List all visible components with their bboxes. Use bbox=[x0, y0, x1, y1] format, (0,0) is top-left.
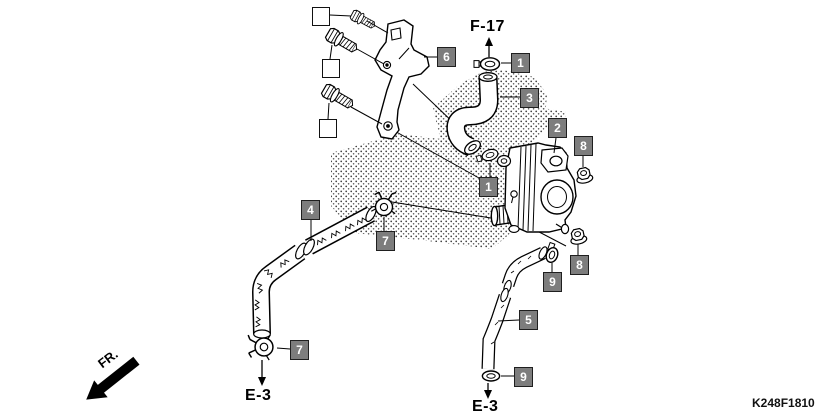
tube-clamp-9-top bbox=[545, 241, 559, 263]
reference-label-e3-left[interactable]: E-3 bbox=[245, 387, 272, 404]
tube-clip-9-bottom bbox=[481, 370, 501, 382]
stay-bracket bbox=[374, 19, 430, 140]
reference-label-f17[interactable]: F-17 bbox=[470, 18, 505, 35]
bolt-c bbox=[319, 81, 357, 113]
callout-box-9[interactable]: 9 bbox=[514, 367, 533, 387]
bolt-b bbox=[323, 25, 361, 57]
hose-5 bbox=[481, 246, 548, 370]
callout-box-7[interactable]: 7 bbox=[376, 231, 395, 251]
callout-box-8[interactable]: 8 bbox=[570, 255, 589, 275]
flange-nut-bottom bbox=[568, 226, 589, 247]
bolt-a bbox=[348, 8, 378, 32]
callout-box-6[interactable]: 6 bbox=[437, 47, 456, 67]
callout-box-5[interactable]: 5 bbox=[519, 310, 538, 330]
reference-label-e3-right[interactable]: E-3 bbox=[472, 398, 499, 415]
callout-box-9[interactable]: 9 bbox=[543, 272, 562, 292]
hose-3 bbox=[446, 72, 499, 157]
unnumbered-callout-box bbox=[312, 7, 330, 26]
figure-part-code: K248F1810 bbox=[752, 396, 815, 410]
unnumbered-callout-box bbox=[319, 119, 337, 138]
callout-box-2[interactable]: 2 bbox=[548, 118, 567, 138]
callout-box-1[interactable]: 1 bbox=[479, 177, 498, 197]
reference-arrows bbox=[258, 37, 493, 399]
callout-box-8[interactable]: 8 bbox=[574, 136, 593, 156]
callout-box-4[interactable]: 4 bbox=[301, 200, 320, 220]
callout-leader-lines bbox=[276, 14, 584, 377]
tube-clamp-1-top bbox=[473, 57, 501, 71]
flange-nut-top bbox=[574, 165, 595, 186]
front-direction-arrow bbox=[86, 356, 140, 400]
hose-4 bbox=[251, 205, 377, 339]
air-suction-valve bbox=[490, 142, 577, 235]
callout-box-1[interactable]: 1 bbox=[511, 53, 530, 73]
unnumbered-callout-box bbox=[322, 59, 340, 78]
callout-box-3[interactable]: 3 bbox=[520, 88, 539, 108]
callout-box-7[interactable]: 7 bbox=[290, 340, 309, 360]
